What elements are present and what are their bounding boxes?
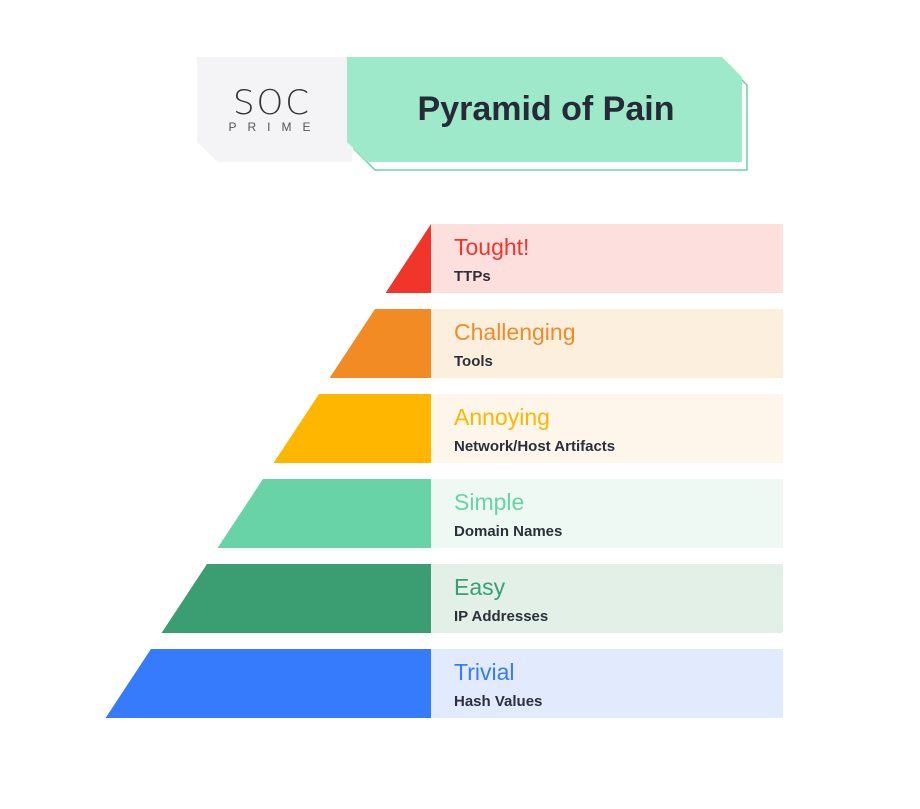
tier-band-3 bbox=[431, 479, 783, 548]
title-panel bbox=[347, 57, 742, 162]
tier-band-1 bbox=[431, 309, 783, 378]
tier-label: Tought! bbox=[454, 234, 530, 260]
tier-label: Simple bbox=[454, 489, 525, 515]
tier-sublabel: Domain Names bbox=[454, 523, 563, 540]
tier-shape-1 bbox=[329, 309, 431, 378]
logo-panel bbox=[197, 57, 352, 162]
tier-shape-3 bbox=[217, 479, 431, 548]
soc-prime-logo: SOC PRIME bbox=[222, 86, 322, 134]
tier-label: Easy bbox=[454, 574, 506, 600]
tier-sublabel: Network/Host Artifacts bbox=[454, 438, 616, 455]
logo-sub-text: PRIME bbox=[228, 120, 322, 134]
tier-band-2 bbox=[431, 394, 783, 463]
header-banner bbox=[197, 57, 748, 171]
tier-shape-5 bbox=[105, 649, 432, 718]
tier-label: Annoying bbox=[454, 404, 550, 430]
tier-label: Challenging bbox=[454, 319, 576, 345]
tier-band-4 bbox=[431, 564, 783, 633]
tier-band-0 bbox=[431, 224, 783, 293]
tier-sublabel: TTPs bbox=[454, 268, 491, 285]
tier-sublabel: Tools bbox=[454, 353, 493, 370]
logo-main-text: SOC bbox=[232, 83, 312, 123]
tier-shape-4 bbox=[161, 564, 431, 633]
tier-sublabel: Hash Values bbox=[454, 693, 543, 710]
tier-band-5 bbox=[431, 649, 783, 718]
page-title: Pyramid of Pain bbox=[417, 90, 675, 128]
tier-label: Trivial bbox=[454, 659, 515, 685]
tier-shape-0 bbox=[385, 224, 431, 293]
tier-shape-2 bbox=[273, 394, 431, 463]
tier-sublabel: IP Addresses bbox=[454, 608, 549, 625]
